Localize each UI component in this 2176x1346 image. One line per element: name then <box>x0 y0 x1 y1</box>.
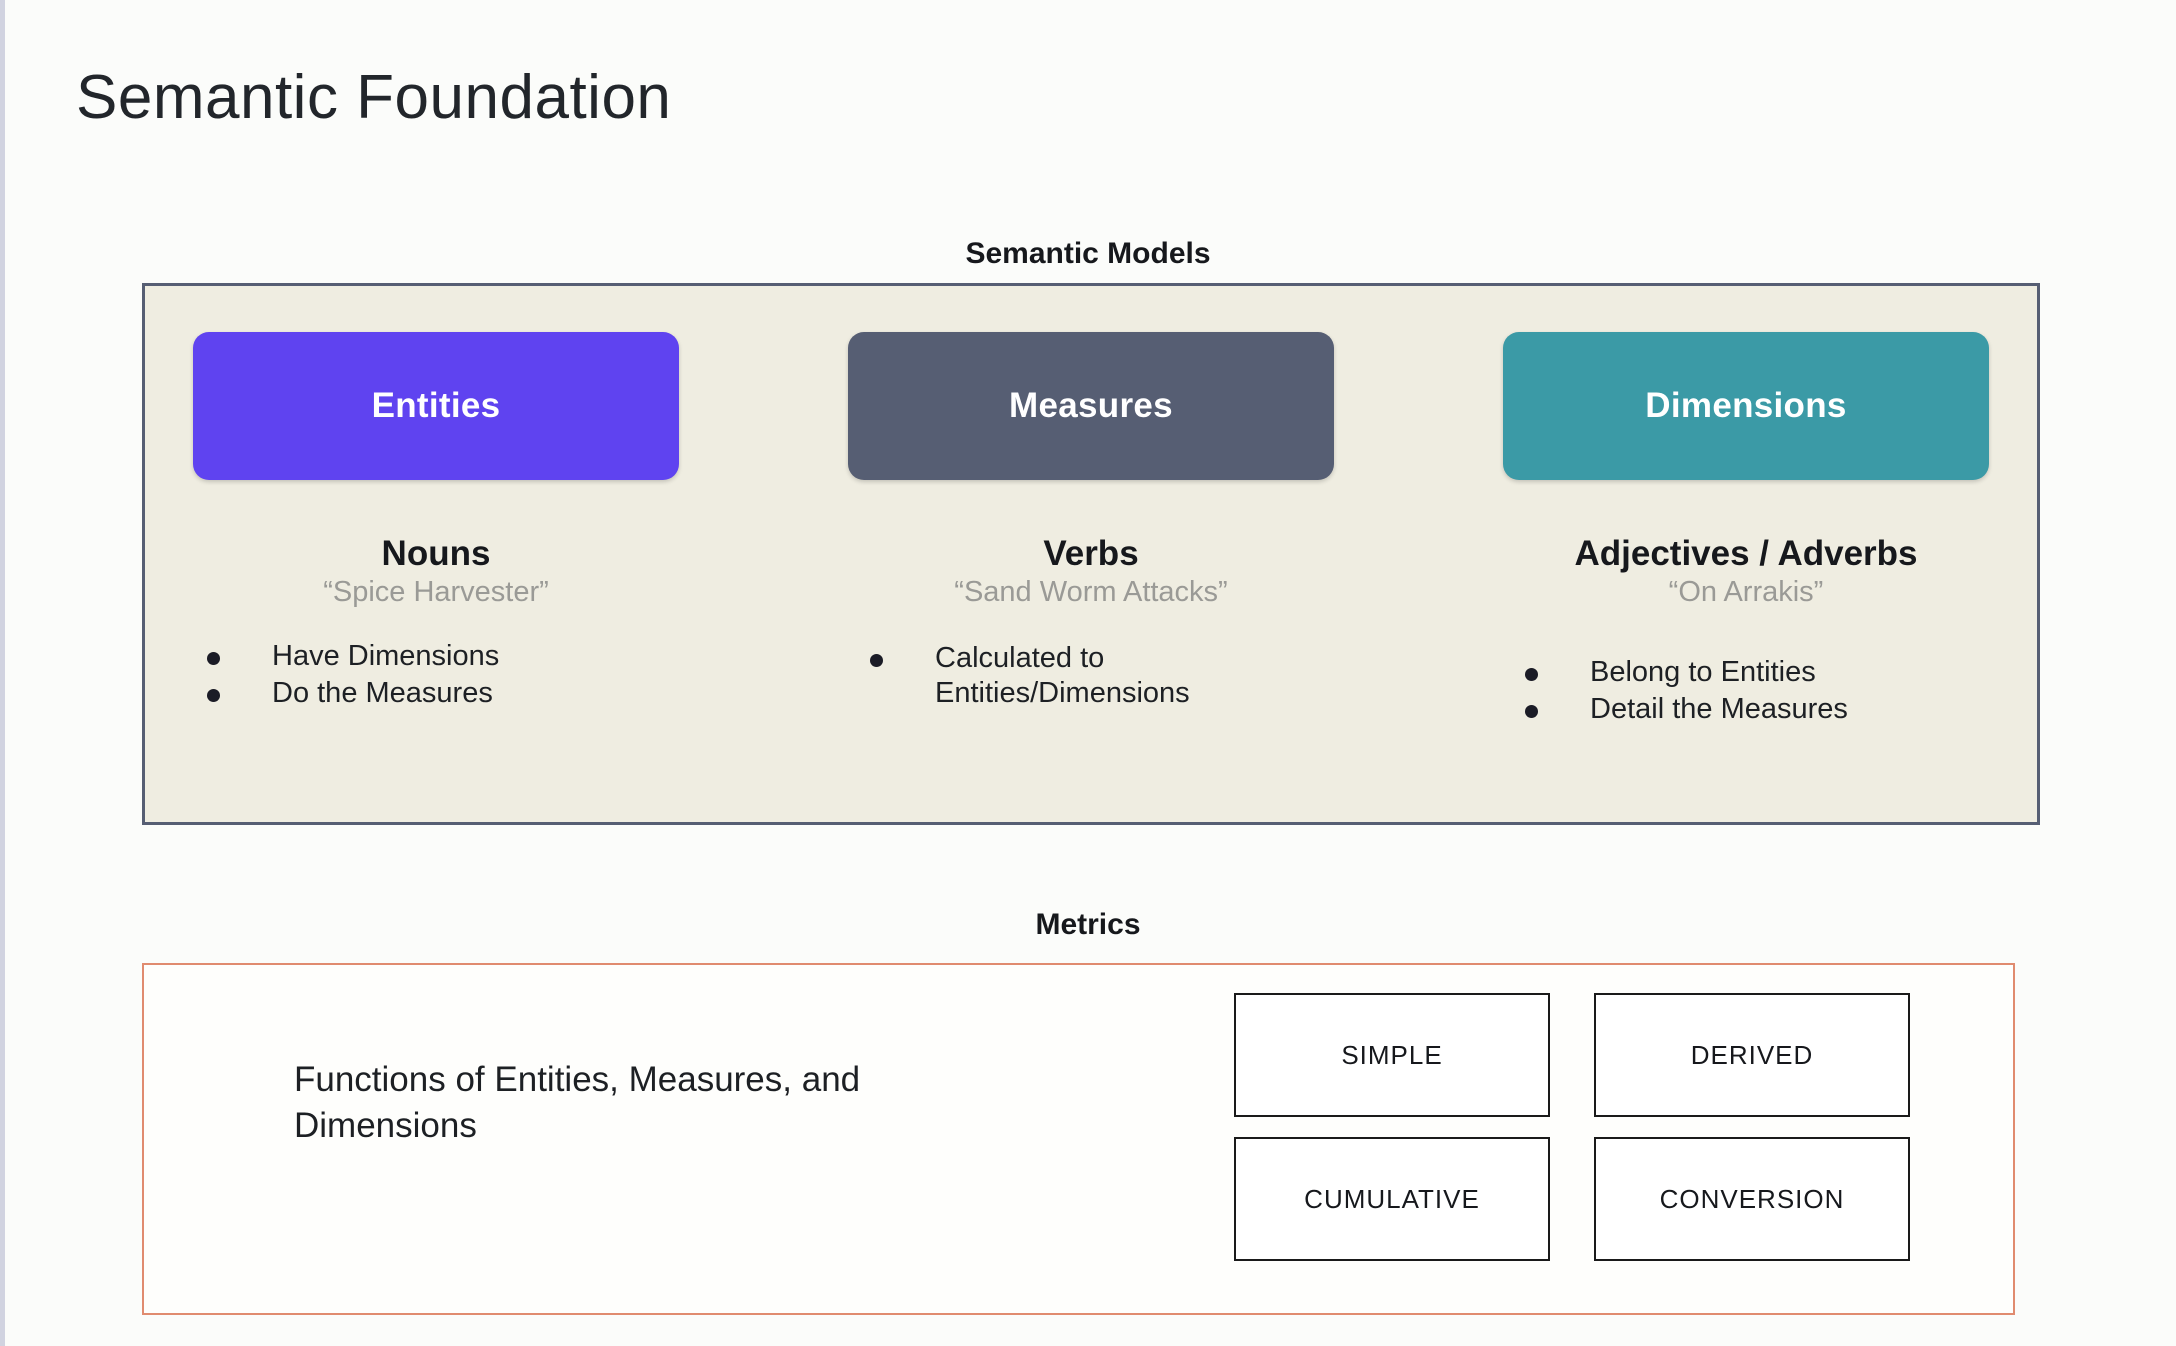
metrics-caption: Metrics <box>1035 908 1141 941</box>
bullet-dot-icon <box>1525 667 1538 681</box>
entities-chip[interactable]: Entities <box>193 332 679 480</box>
left-edge-strip <box>0 0 5 1346</box>
bullet-dot-icon <box>870 653 883 667</box>
metrics-description: Functions of Entities, Measures, and Dim… <box>294 1060 861 1146</box>
list-item: Calculated to Entities/Dimensions <box>870 641 1356 712</box>
page-title: Semantic Foundation <box>76 63 672 132</box>
list-item: Belong to Entities <box>1525 655 2011 690</box>
list-item: Detail the Measures <box>1525 692 2011 727</box>
semantic-models-columns: Entities Nouns “Spice Harvester” Have Di… <box>145 286 2037 822</box>
dimensions-bullet-list: Belong to Entities Detail the Measures <box>1481 655 2011 730</box>
measures-example: “Sand Worm Attacks” <box>954 575 1228 608</box>
bullet-dot-icon <box>1525 705 1538 719</box>
dimensions-bullet-2: Detail the Measures <box>1590 693 1848 726</box>
semantic-models-caption: Semantic Models <box>965 237 1211 270</box>
entities-bullet-2: Do the Measures <box>272 677 493 710</box>
bullet-dot-icon <box>207 689 220 703</box>
dimensions-example: “On Arrakis” <box>1668 575 1824 608</box>
entities-bullet-list: Have Dimensions Do the Measures <box>179 639 693 714</box>
measures-part-of-speech: Verbs <box>1043 534 1139 573</box>
metric-type-cumulative[interactable]: CUMULATIVE <box>1234 1137 1550 1261</box>
semantic-models-panel: Entities Nouns “Spice Harvester” Have Di… <box>142 283 2040 825</box>
bullet-dot-icon <box>207 651 220 665</box>
metric-type-simple[interactable]: SIMPLE <box>1234 993 1550 1117</box>
metrics-panel: Functions of Entities, Measures, and Dim… <box>142 963 2015 1315</box>
entities-example: “Spice Harvester” <box>323 575 549 608</box>
measures-chip[interactable]: Measures <box>848 332 1334 480</box>
model-column-dimensions: Dimensions Adjectives / Adverbs “On Arra… <box>1503 332 1989 822</box>
dimensions-bullet-1: Belong to Entities <box>1590 655 1816 688</box>
list-item: Have Dimensions <box>207 639 693 674</box>
metric-type-conversion[interactable]: CONVERSION <box>1594 1137 1910 1261</box>
dimensions-part-of-speech: Adjectives / Adverbs <box>1574 534 1918 573</box>
metrics-type-grid: SIMPLE DERIVED CUMULATIVE CONVERSION <box>1234 993 1910 1261</box>
model-column-entities: Entities Nouns “Spice Harvester” Have Di… <box>193 332 679 822</box>
dimensions-chip[interactable]: Dimensions <box>1503 332 1989 480</box>
model-column-measures: Measures Verbs “Sand Worm Attacks” Calcu… <box>848 332 1334 822</box>
list-item: Do the Measures <box>207 676 693 711</box>
metric-type-derived[interactable]: DERIVED <box>1594 993 1910 1117</box>
entities-bullet-1: Have Dimensions <box>272 639 500 672</box>
measures-bullet-1: Calculated to Entities/Dimensions <box>935 641 1190 710</box>
measures-bullet-list: Calculated to Entities/Dimensions <box>826 641 1356 714</box>
entities-part-of-speech: Nouns <box>381 534 491 573</box>
